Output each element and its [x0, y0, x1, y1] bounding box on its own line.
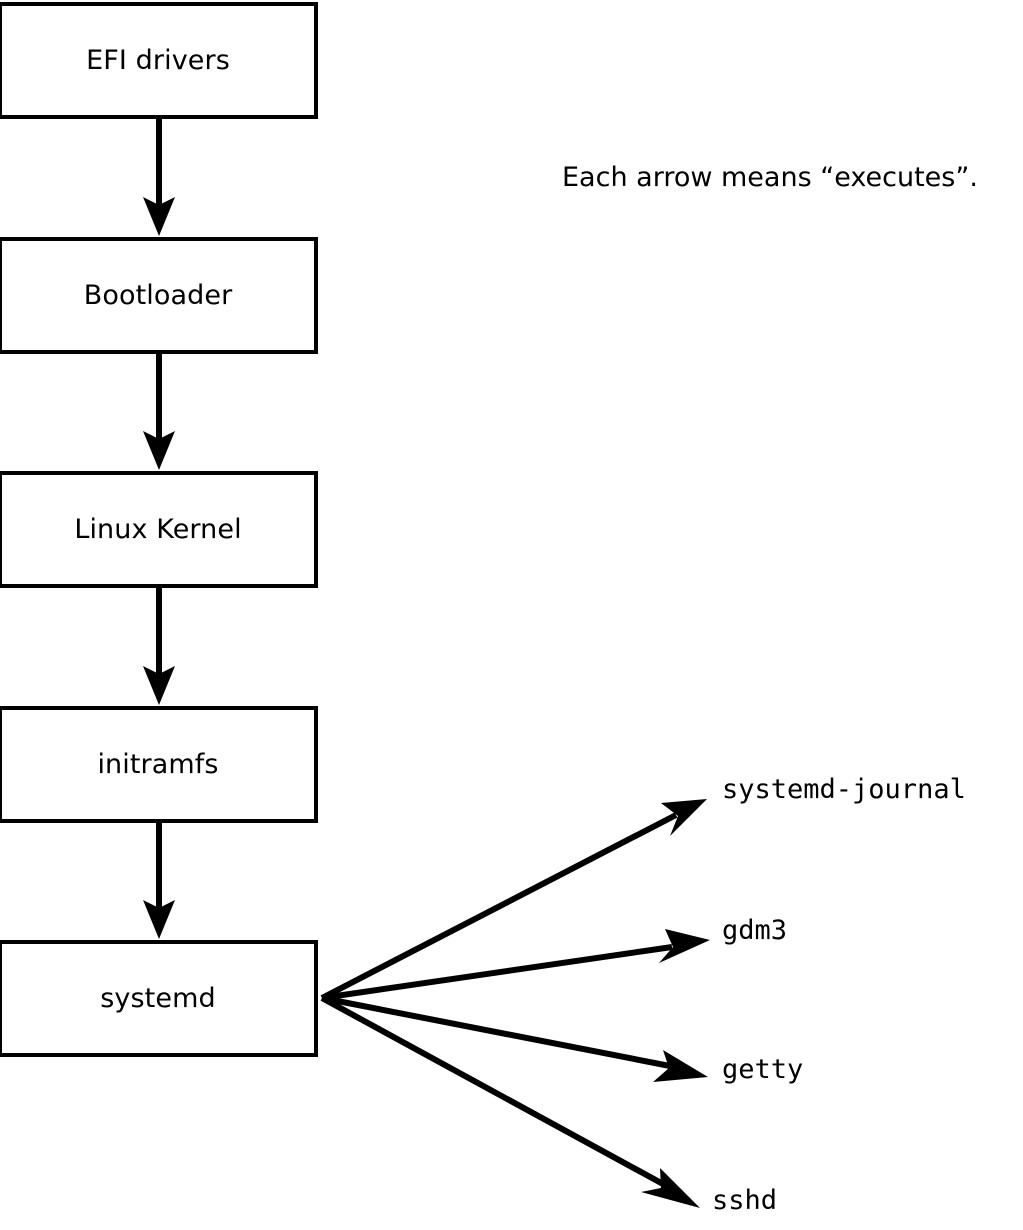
node-label-linux-kernel: Linux Kernel: [74, 514, 242, 545]
leaf-label-systemd-journal: systemd-journal: [722, 774, 966, 805]
node-label-initramfs: initramfs: [97, 749, 219, 780]
arrow-systemd-to-gdm3: [321, 929, 710, 1001]
arrow-initramfs-to-systemd: [143, 823, 175, 939]
arrow-kernel-to-initramfs: [143, 588, 175, 705]
leaf-label-gdm3: gdm3: [722, 915, 788, 946]
arrow-systemd-to-systemd-journal: [320, 799, 707, 1001]
node-label-systemd: systemd: [100, 983, 216, 1014]
node-efi-drivers[interactable]: EFI drivers: [0, 2, 318, 119]
arrow-systemd-to-getty: [321, 995, 708, 1082]
arrow-bootloader-to-kernel: [143, 354, 175, 470]
node-systemd[interactable]: systemd: [0, 940, 318, 1057]
node-bootloader[interactable]: Bootloader: [0, 237, 318, 354]
arrow-systemd-to-sshd: [320, 995, 700, 1208]
node-initramfs[interactable]: initramfs: [0, 706, 318, 823]
leaf-label-sshd: sshd: [712, 1185, 778, 1216]
node-label-bootloader: Bootloader: [83, 280, 233, 311]
leaf-label-getty: getty: [722, 1054, 804, 1085]
node-label-efi-drivers: EFI drivers: [86, 45, 230, 76]
legend-caption: Each arrow means “executes”.: [562, 162, 978, 193]
node-linux-kernel[interactable]: Linux Kernel: [0, 471, 318, 588]
arrow-efi-to-bootloader: [143, 119, 175, 236]
